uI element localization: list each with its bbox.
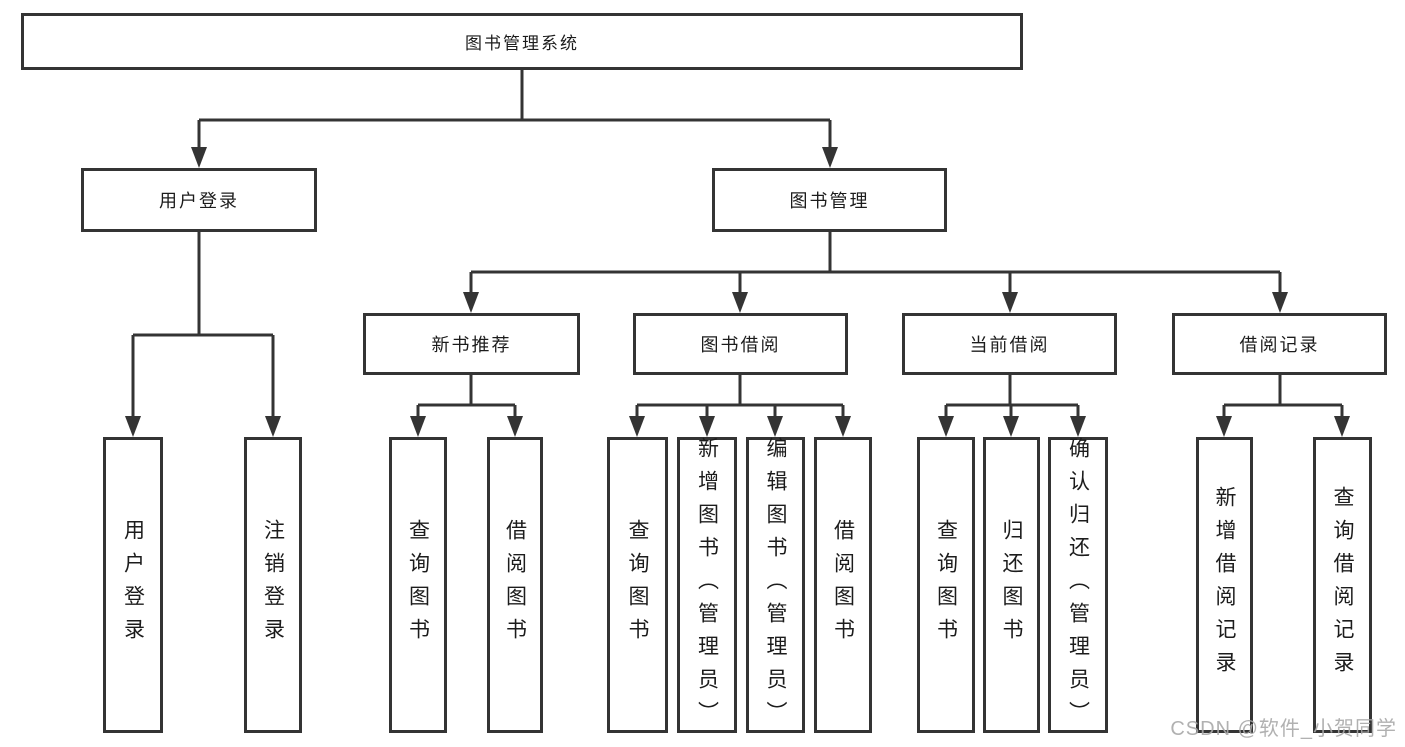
node-label: 编辑图书（管理员） <box>764 436 787 734</box>
leaf-user-login: 用户登录 <box>103 437 163 733</box>
node-label: 图书管理 <box>789 191 870 211</box>
leaf-borrow-books-recommend: 借阅图书 <box>487 437 543 733</box>
node-user-login: 用户登录 <box>81 168 317 232</box>
leaf-add-book-admin: 新增图书（管理员） <box>677 436 737 734</box>
leaf-query-books-recommend: 查询图书 <box>389 437 447 733</box>
leaf-confirm-return-admin: 确认归还（管理员） <box>1048 436 1108 734</box>
leaf-borrow-books: 借阅图书 <box>814 437 872 733</box>
node-label: 新书推荐 <box>431 335 512 355</box>
node-label: 借阅记录 <box>1239 335 1320 355</box>
node-label: 新增图书（管理员） <box>695 436 719 734</box>
node-label: 归还图书 <box>1000 519 1023 651</box>
node-label: 新增借阅记录 <box>1213 486 1236 684</box>
node-label: 注销登录 <box>261 519 285 651</box>
node-label: 图书管理系统 <box>465 34 579 53</box>
leaf-query-books-borrow: 查询图书 <box>607 437 668 733</box>
leaf-edit-book-admin: 编辑图书（管理员） <box>746 436 805 734</box>
node-new-book-recommend: 新书推荐 <box>363 313 580 375</box>
leaf-return-books: 归还图书 <box>983 437 1040 733</box>
node-label: 用户登录 <box>121 519 145 651</box>
node-label: 查询图书 <box>406 519 430 651</box>
node-borrow-records: 借阅记录 <box>1172 313 1387 375</box>
leaf-query-borrow-record: 查询借阅记录 <box>1313 437 1372 733</box>
leaf-add-borrow-record: 新增借阅记录 <box>1196 437 1253 733</box>
node-book-management: 图书管理 <box>712 168 947 232</box>
node-label: 确认归还（管理员） <box>1066 436 1090 734</box>
node-book-borrow: 图书借阅 <box>633 313 848 375</box>
node-label: 查询图书 <box>626 519 649 651</box>
node-label: 借阅图书 <box>831 519 855 651</box>
node-root-library-management-system: 图书管理系统 <box>21 13 1023 70</box>
leaf-logout: 注销登录 <box>244 437 302 733</box>
node-current-borrow: 当前借阅 <box>902 313 1117 375</box>
arrowhead-icons <box>125 147 1350 437</box>
node-label: 用户登录 <box>159 191 239 211</box>
node-label: 查询借阅记录 <box>1331 486 1354 684</box>
watermark: CSDN @软件_小贺同学 <box>1170 718 1397 740</box>
node-label: 查询图书 <box>934 519 958 651</box>
node-label: 当前借阅 <box>969 335 1050 355</box>
leaf-query-books-current: 查询图书 <box>917 437 975 733</box>
node-label: 借阅图书 <box>503 519 527 651</box>
node-label: 图书借阅 <box>700 335 781 355</box>
